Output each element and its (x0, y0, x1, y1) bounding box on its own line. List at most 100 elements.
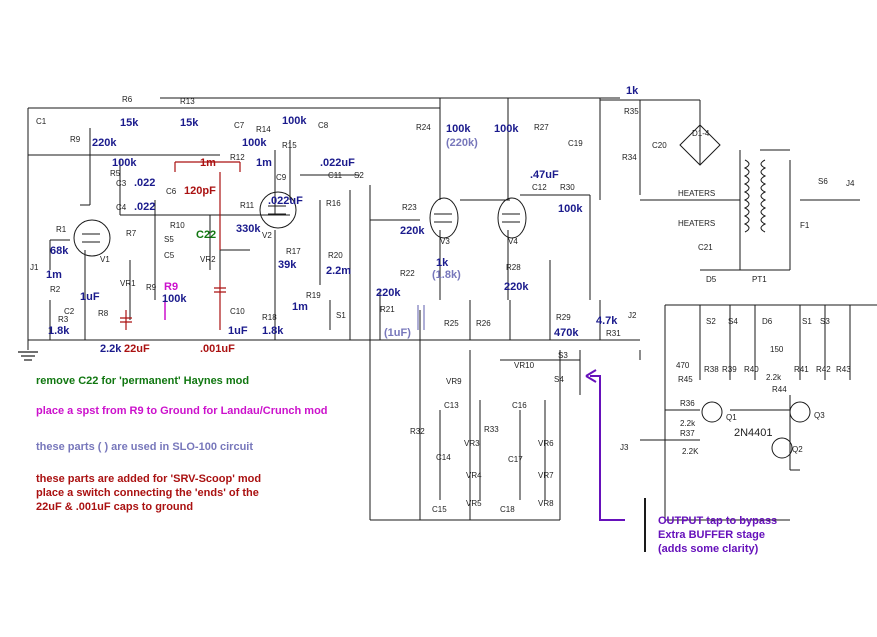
s2b-label: S2 (706, 317, 716, 326)
r38-label: R38 (704, 365, 719, 374)
srv-note-line3: 22uF & .001uF caps to ground (36, 501, 194, 513)
r31-label: R31 (606, 329, 621, 338)
c4-value: .022 (134, 201, 155, 213)
c5-label: C5 (164, 251, 175, 260)
r20-value: 2.2m (326, 265, 351, 277)
r25-label: R25 (444, 319, 459, 328)
c20-label: C20 (652, 141, 667, 150)
r21-value: 220k (376, 287, 401, 299)
r2-label: R2 (50, 285, 61, 294)
vr8-label: VR8 (538, 499, 554, 508)
r26-label: R26 (476, 319, 491, 328)
c18-label: C18 (500, 505, 515, 514)
r19-label: R19 (306, 291, 321, 300)
r36-label: R36 (680, 399, 695, 408)
q1-label: Q1 (726, 413, 737, 422)
d5-label: D5 (706, 275, 717, 284)
r44-hw-value: 2.2k (766, 373, 782, 382)
c9-value: .022uF (268, 195, 303, 207)
c6-value: 120pF (184, 185, 216, 197)
r18-value: 1.8k (262, 325, 284, 337)
v2-label: V2 (262, 231, 272, 240)
c19-label: C19 (568, 139, 583, 148)
tube-v2 (259, 191, 297, 229)
r24-label: R24 (416, 123, 431, 132)
transistor-q3 (789, 401, 811, 423)
r1-value: 68k (50, 245, 69, 257)
tube-v4 (497, 197, 527, 239)
heaters2-label: HEATERS (678, 219, 715, 228)
transistor-q2 (771, 437, 793, 459)
s1b-label: S1 (802, 317, 812, 326)
c2-label: C2 (64, 307, 75, 316)
srv-note-line2: place a switch connecting the 'ends' of … (36, 487, 259, 499)
r5-value: 100k (112, 157, 137, 169)
srv-note-line1: these parts are added for 'SRV-Scoop' mo… (36, 473, 262, 485)
r8-label: R8 (98, 309, 109, 318)
r22-slo-value: (1.8k) (432, 269, 461, 281)
r20-label: R20 (328, 251, 343, 260)
r41-label: R41 (794, 365, 809, 374)
r18-label: R18 (262, 313, 277, 322)
component-values: 15k 15k 220k 100k 100k 100k .022 .022 1m… (46, 85, 784, 456)
c10-value: 1uF (228, 325, 248, 337)
r23-value: 220k (400, 225, 425, 237)
c8-label: C8 (318, 121, 329, 130)
r3-value: 1.8k (48, 325, 70, 337)
s3-label: S3 (558, 351, 568, 360)
r39-label: R39 (722, 365, 737, 374)
s6-label: S6 (818, 177, 828, 186)
r36-hw-value: 2.2k (680, 419, 696, 428)
q3-label: Q3 (814, 411, 825, 420)
r44-label: R44 (772, 385, 787, 394)
r42-label: R42 (816, 365, 831, 374)
r28-value: 220k (504, 281, 529, 293)
r37-label: R37 (680, 429, 695, 438)
transistor-q1 (701, 401, 723, 423)
s3b-label: S3 (820, 317, 830, 326)
c001-value: .001uF (200, 343, 235, 355)
r31-value: 4.7k (596, 315, 618, 327)
s4-label: S4 (554, 375, 564, 384)
r9a-label: R9 (70, 135, 81, 144)
q2-label: Q2 (792, 445, 803, 454)
r40-label: R40 (744, 365, 759, 374)
r9b-label: R9 (146, 283, 157, 292)
c1-label: C1 (36, 117, 47, 126)
r27-value: 100k (494, 123, 519, 135)
r12b-value: 1m (256, 157, 272, 169)
haynes-note: remove C22 for 'permanent' Haynes mod (36, 375, 250, 387)
r11-label: R11 (240, 201, 255, 210)
c6-label: C6 (166, 187, 177, 196)
r32-label: R32 (410, 427, 425, 436)
r10-label: R10 (170, 221, 185, 230)
vr6-label: VR6 (538, 439, 554, 448)
j3-label: J3 (620, 443, 629, 452)
j2-label: J2 (628, 311, 637, 320)
r24-slo-value: (220k) (446, 137, 478, 149)
c21-label: C21 (698, 243, 713, 252)
s4b-label: S4 (728, 317, 738, 326)
c17-label: C17 (508, 455, 523, 464)
r43-label: R43 (836, 365, 851, 374)
r35-label: R35 (624, 107, 639, 116)
r6-label: R6 (122, 95, 133, 104)
r22-value: 1k (436, 257, 449, 269)
r15-value: 100k (282, 115, 307, 127)
c13-label: C13 (444, 401, 459, 410)
landau-note: place a spst from R9 to Ground for Landa… (36, 405, 328, 417)
slo-cap (417, 305, 425, 330)
r11-value: 330k (236, 223, 261, 235)
vr9-label: VR9 (446, 377, 462, 386)
buffer-note-line1: OUTPUT tap to bypass (658, 515, 778, 527)
wires (27, 97, 877, 521)
c1uf-slo-value: (1uF) (384, 327, 411, 339)
transformer-pt1 (743, 159, 767, 233)
vr2-label: VR2 (200, 255, 216, 264)
buffer-note-line3: (adds some clarity) (658, 543, 759, 555)
r14-value: 100k (242, 137, 267, 149)
r24-value: 100k (446, 123, 471, 135)
component-labels: C1 R9 R6 R13 C7 R14 R15 C8 R5 C3 C4 R12 … (30, 95, 855, 514)
r28-label: R28 (506, 263, 521, 272)
heaters1-label: HEATERS (678, 189, 715, 198)
